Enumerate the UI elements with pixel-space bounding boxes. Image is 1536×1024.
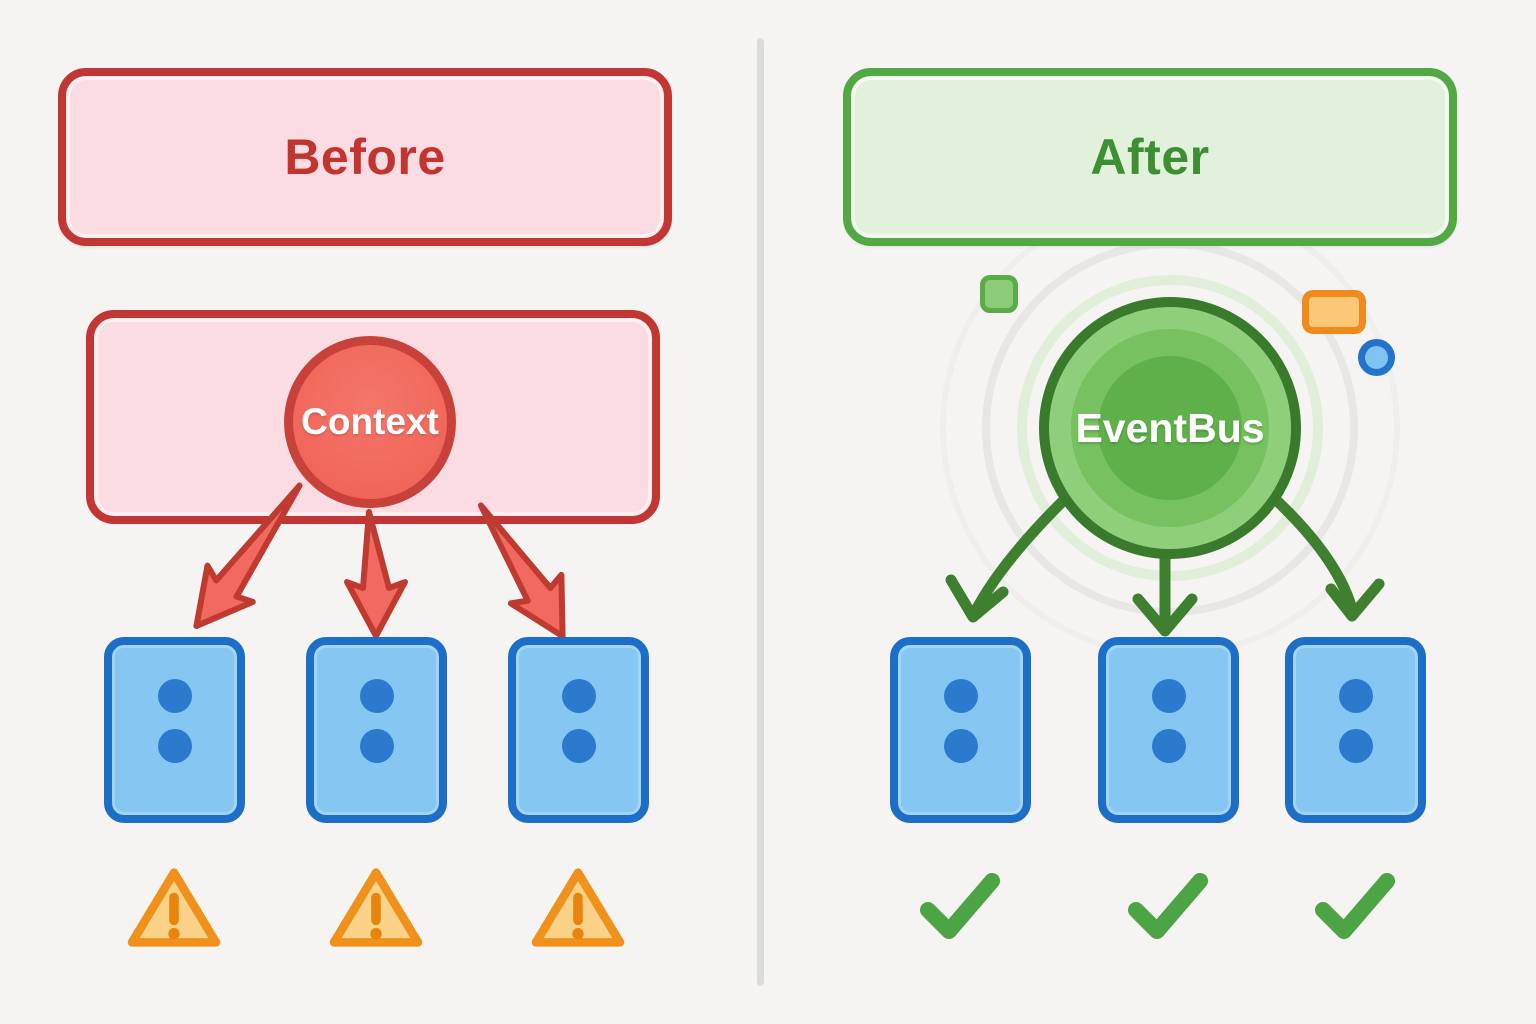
component-card xyxy=(104,637,245,823)
check-icon xyxy=(1315,873,1395,939)
after-title: After xyxy=(1090,129,1210,185)
green-arrow-right-icon xyxy=(1268,492,1385,622)
warning-triangle-icon xyxy=(531,868,625,947)
card-dot xyxy=(1338,679,1373,713)
warning-triangle-icon xyxy=(329,868,423,947)
card-dot xyxy=(943,679,978,713)
panel-divider xyxy=(757,38,764,986)
after-title-box: After xyxy=(843,68,1457,246)
eventbus-hub-label: EventBus xyxy=(1075,404,1265,451)
event-rect-icon xyxy=(1302,290,1366,334)
component-card xyxy=(1285,637,1426,823)
red-arrow-center-icon xyxy=(344,509,408,639)
card-dot xyxy=(1151,729,1186,763)
before-title-box: Before xyxy=(58,68,672,246)
card-dot xyxy=(359,679,394,713)
component-card xyxy=(508,637,649,823)
check-icon xyxy=(920,873,1000,939)
context-hub-label: Context xyxy=(301,401,439,442)
eventbus-band-core xyxy=(1098,356,1242,500)
card-dot xyxy=(1338,729,1373,763)
event-square-icon xyxy=(980,275,1018,313)
red-arrow-left-icon xyxy=(193,482,303,629)
card-dot xyxy=(359,729,394,763)
card-dot xyxy=(561,679,596,713)
card-dot xyxy=(157,679,192,713)
event-circle-icon xyxy=(1358,339,1395,376)
check-icon xyxy=(1128,873,1208,939)
card-dot xyxy=(561,729,596,763)
red-arrow-right-icon xyxy=(477,502,566,640)
component-card xyxy=(1098,637,1239,823)
warning-triangle-icon xyxy=(127,868,221,947)
card-dot xyxy=(943,729,978,763)
green-arrow-left-icon xyxy=(945,492,1072,623)
eventbus-hub: EventBus xyxy=(1039,297,1301,559)
component-card xyxy=(890,637,1031,823)
before-title: Before xyxy=(284,129,446,185)
context-hub: Context xyxy=(284,336,456,508)
component-card xyxy=(306,637,447,823)
card-dot xyxy=(1151,679,1186,713)
card-dot xyxy=(157,729,192,763)
